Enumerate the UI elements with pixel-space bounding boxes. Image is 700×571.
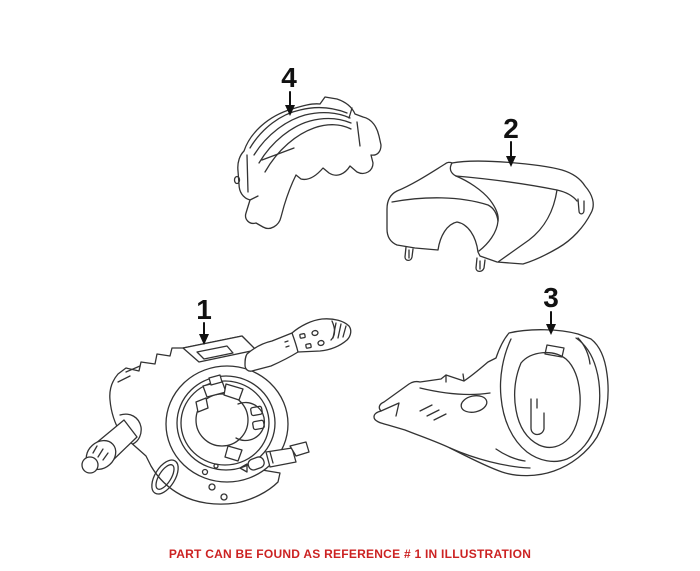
callout-arrow-3 xyxy=(546,311,556,335)
part-2-drawing xyxy=(386,160,594,273)
callout-label-1: 1 xyxy=(196,294,212,325)
callout-arrows xyxy=(199,91,556,345)
callout-arrow-2 xyxy=(506,141,516,167)
part-1-drawing xyxy=(81,318,352,505)
part-3-drawing xyxy=(373,329,609,477)
callout-arrow-4 xyxy=(285,91,295,116)
callout-label-4: 4 xyxy=(281,62,297,93)
part-4-drawing xyxy=(233,96,382,230)
callout-arrow-1 xyxy=(199,322,209,345)
callout-label-2: 2 xyxy=(503,113,519,144)
reference-note: PART CAN BE FOUND AS REFERENCE # 1 IN IL… xyxy=(168,547,532,561)
callout-label-3: 3 xyxy=(543,282,559,313)
